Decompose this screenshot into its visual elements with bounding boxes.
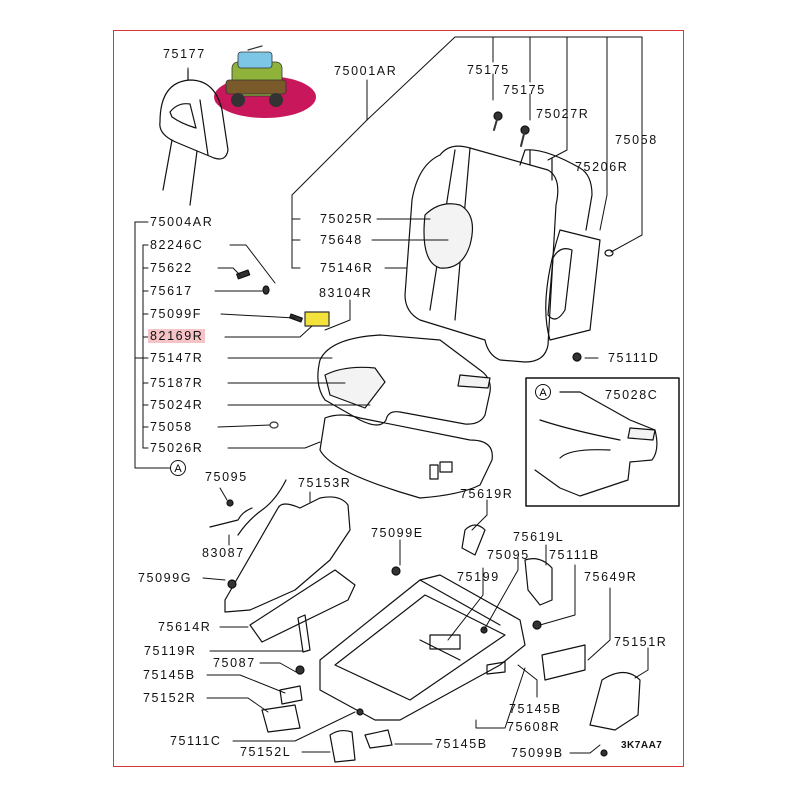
part-label-75004AR[interactable]: 75004AR: [150, 215, 214, 229]
part-label-75111D[interactable]: 75111D: [608, 351, 660, 365]
part-label-75619L[interactable]: 75619L: [513, 530, 565, 544]
part-label-75111C[interactable]: 75111C: [170, 734, 222, 748]
part-label-75024R[interactable]: 75024R: [150, 398, 204, 412]
cushion-drawing: [317, 334, 493, 499]
headrest-drawing: [159, 69, 229, 206]
part-label-75614R[interactable]: 75614R: [158, 620, 212, 634]
part-label-83104R[interactable]: 83104R: [319, 286, 373, 300]
part-label-75175-b[interactable]: 75175: [503, 83, 546, 97]
seat-frame-drawing: [261, 524, 641, 763]
inset-detail-drawing: [525, 377, 680, 507]
part-label-75649R[interactable]: 75649R: [584, 570, 638, 584]
part-label-75095-right[interactable]: 75095: [487, 548, 530, 562]
rail-and-shield-drawing: [209, 479, 356, 653]
part-label-75145B-bottom[interactable]: 75145B: [435, 737, 488, 751]
part-label-75099G[interactable]: 75099G: [138, 571, 193, 585]
part-label-75058-top[interactable]: 75058: [615, 133, 658, 147]
vehicle-thumbnail: [214, 45, 316, 118]
part-label-75145B-right[interactable]: 75145B: [509, 702, 562, 716]
part-label-83087[interactable]: 83087: [202, 546, 245, 560]
part-label-75027R[interactable]: 75027R: [536, 107, 590, 121]
part-label-75622[interactable]: 75622: [150, 261, 193, 275]
part-label-75152L[interactable]: 75152L: [240, 745, 292, 759]
part-label-75026R[interactable]: 75026R: [150, 441, 204, 455]
part-label-75001AR[interactable]: 75001AR: [334, 64, 398, 78]
diagram-code: 3K7AA7: [621, 740, 663, 751]
leader-lines: [134, 36, 649, 754]
part-label-75099F[interactable]: 75099F: [150, 307, 202, 321]
part-label-82169R-highlighted[interactable]: 82169R: [148, 329, 206, 343]
part-label-75099B[interactable]: 75099B: [511, 746, 564, 760]
part-label-75119R[interactable]: 75119R: [144, 644, 197, 658]
part-label-75187R[interactable]: 75187R: [150, 376, 204, 390]
seatback-drawing: [404, 145, 614, 363]
part-label-75111B[interactable]: 75111B: [549, 548, 600, 562]
part-label-75199[interactable]: 75199: [457, 570, 500, 584]
fasteners: [226, 111, 608, 757]
part-label-75025R[interactable]: 75025R: [320, 212, 374, 226]
part-label-75619R[interactable]: 75619R: [460, 487, 514, 501]
part-label-75153R[interactable]: 75153R: [298, 476, 352, 490]
part-label-75099E[interactable]: 75099E: [371, 526, 424, 540]
detail-marker-a[interactable]: A: [170, 460, 186, 476]
part-label-75617[interactable]: 75617: [150, 284, 193, 298]
part-label-75095-left[interactable]: 75095: [205, 470, 248, 484]
part-label-75177[interactable]: 75177: [163, 47, 206, 61]
part-label-75152R[interactable]: 75152R: [143, 691, 197, 705]
part-label-75206R[interactable]: 75206R: [575, 160, 629, 174]
part-label-75147R[interactable]: 75147R: [150, 351, 204, 365]
part-label-75608R[interactable]: 75608R: [507, 720, 561, 734]
part-label-75058-mid[interactable]: 75058: [150, 420, 193, 434]
part-label-75146R[interactable]: 75146R: [320, 261, 374, 275]
part-label-75028C[interactable]: 75028C: [605, 388, 659, 402]
inset-marker-a: A: [535, 384, 551, 400]
part-label-82246C[interactable]: 82246C: [150, 238, 204, 252]
part-label-75175-a[interactable]: 75175: [467, 63, 510, 77]
part-label-75151R[interactable]: 75151R: [614, 635, 668, 649]
part-label-75087[interactable]: 75087: [213, 656, 256, 670]
part-label-75648[interactable]: 75648: [320, 233, 363, 247]
part-label-75145B-left[interactable]: 75145B: [143, 668, 196, 682]
